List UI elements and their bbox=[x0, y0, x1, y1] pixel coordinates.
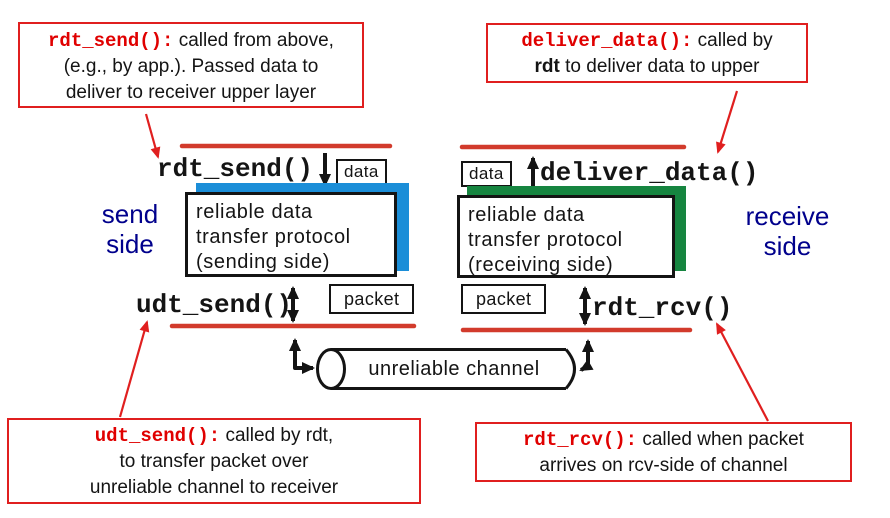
callout-line: rdt to deliver data to upper bbox=[534, 56, 760, 77]
rdt-send-code-label: rdt_send(): bbox=[48, 30, 174, 52]
proto-line: (sending side) bbox=[196, 251, 331, 273]
channel-in-elbow-arrow bbox=[289, 338, 315, 374]
data-tag-receive: data bbox=[461, 161, 512, 187]
callout-line: udt_send(): called by rdt, bbox=[94, 425, 334, 447]
packet-tag-send: packet bbox=[329, 284, 415, 314]
receive-protocol-box: reliable data transfer protocol (receivi… bbox=[457, 195, 675, 278]
proto-line: (receiving side) bbox=[468, 254, 614, 276]
label-rdt-send: rdt_send() bbox=[157, 154, 314, 184]
connector-deliver-data-arrow bbox=[716, 90, 739, 154]
data-tag-send: data bbox=[336, 159, 387, 185]
callout-line: deliver to receiver upper layer bbox=[65, 82, 317, 103]
label-rdt-rcv: rdt_rcv() bbox=[592, 293, 733, 323]
callout-line: arrives on rcv-side of channel bbox=[539, 455, 788, 476]
send-protocol-box: reliable data transfer protocol (sending… bbox=[185, 192, 397, 277]
callout-line: unreliable channel to receiver bbox=[89, 477, 339, 498]
deliver-data-code-label: deliver_data(): bbox=[521, 30, 693, 52]
callout-rdt-rcv: rdt_rcv(): called when packet arrives on… bbox=[475, 422, 852, 482]
rdt-rcv-code-label: rdt_rcv(): bbox=[523, 429, 638, 451]
receive-side-label: receive side bbox=[745, 201, 830, 261]
callout-line: (e.g., by app.). Passed data to bbox=[63, 56, 319, 77]
proto-line: transfer protocol bbox=[196, 226, 351, 248]
callout-udt-send: udt_send(): called by rdt, to transfer p… bbox=[7, 418, 421, 504]
label-deliver-data: deliver_data() bbox=[540, 158, 759, 188]
callout-deliver-data: deliver_data(): called by rdt to deliver… bbox=[486, 23, 808, 83]
cylinder-left-cap bbox=[316, 348, 346, 390]
proto-line: transfer protocol bbox=[468, 229, 623, 251]
callout-line: deliver_data(): called by bbox=[521, 30, 773, 52]
unreliable-channel-cylinder bbox=[316, 348, 576, 390]
unreliable-channel-label: unreliable channel bbox=[368, 358, 540, 380]
send-side-label: send side bbox=[101, 199, 159, 259]
connector-rdt-send-arrow bbox=[144, 113, 161, 159]
udt-send-code-label: udt_send(): bbox=[94, 425, 221, 447]
callout-rdt-send: rdt_send(): called from above, (e.g., by… bbox=[18, 22, 364, 108]
callout-line: rdt_send(): called from above, bbox=[48, 30, 334, 52]
callout-line: rdt_rcv(): called when packet bbox=[523, 429, 804, 451]
callout-line: to transfer packet over bbox=[119, 451, 309, 472]
cylinder-right-cap bbox=[564, 348, 576, 390]
packet-tag-receive: packet bbox=[461, 284, 547, 314]
channel-out-elbow-arrow bbox=[579, 339, 594, 372]
proto-line: reliable data bbox=[196, 201, 313, 223]
label-udt-send: udt_send() bbox=[136, 290, 293, 320]
connector-udt-send-arrow bbox=[118, 320, 150, 418]
connector-rdt-rcv-arrow bbox=[716, 322, 769, 422]
proto-line: reliable data bbox=[468, 204, 585, 226]
